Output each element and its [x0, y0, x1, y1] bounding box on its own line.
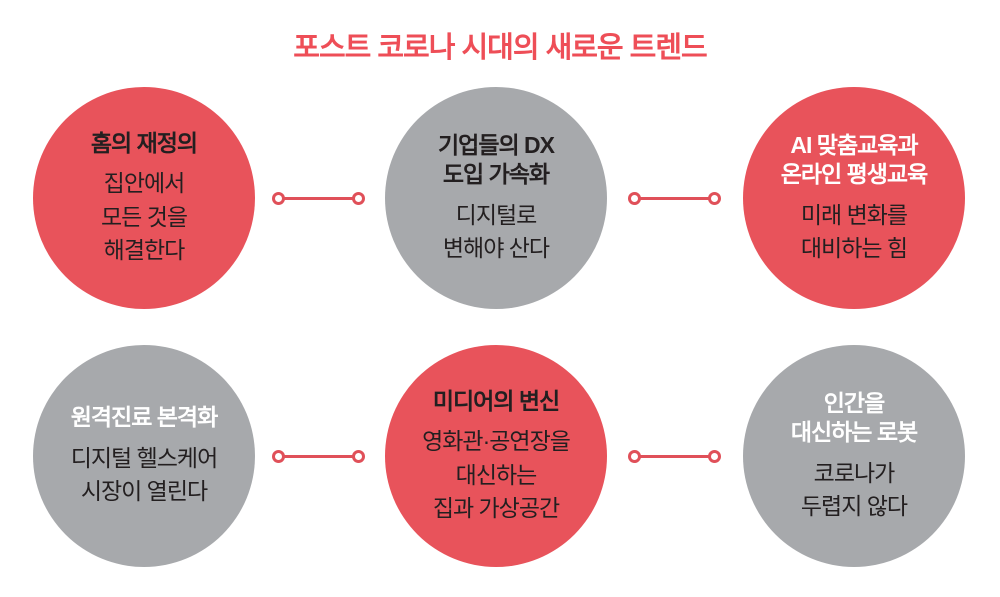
circle-subtitle: 집안에서 모든 것을 해결한다	[100, 170, 188, 263]
connector-dot-icon	[272, 450, 285, 463]
connector-line	[640, 455, 709, 458]
circle-title: 원격진료 본격화	[70, 404, 219, 431]
connector	[272, 192, 365, 205]
connector	[628, 192, 721, 205]
circle-title: 미디어의 변신	[432, 387, 560, 414]
circle-subtitle: 코로나가 두렵지 않다	[800, 459, 908, 519]
circle-title: 기업들의 DX 도입 가속화	[438, 131, 555, 188]
connector-line	[284, 455, 353, 458]
circle-media-transformation: 미디어의 변신 영화관·공연장을 대신하는 집과 가상공간	[385, 345, 607, 567]
circle-subtitle: 디지털로 변해야 산다	[442, 201, 550, 261]
connector-line	[284, 197, 353, 200]
connector-dot-icon	[352, 450, 365, 463]
connector	[628, 450, 721, 463]
circle-telemedicine: 원격진료 본격화 디지털 헬스케어 시장이 열린다	[33, 345, 255, 567]
circle-ai-education: AI 맞춤교육과 온라인 평생교육 미래 변화를 대비하는 힘	[743, 87, 965, 309]
connector-dot-icon	[708, 192, 721, 205]
connector-dot-icon	[272, 192, 285, 205]
connector-dot-icon	[628, 450, 641, 463]
connector	[272, 450, 365, 463]
circle-home-redefinition: 홈의 재정의 집안에서 모든 것을 해결한다	[33, 87, 255, 309]
circle-subtitle: 영화관·공연장을 대신하는 집과 가상공간	[422, 428, 571, 521]
circle-robots: 인간을 대신하는 로봇 코로나가 두렵지 않다	[743, 345, 965, 567]
page-title: 포스트 코로나 시대의 새로운 트렌드	[293, 32, 707, 64]
circle-subtitle: 디지털 헬스케어 시장이 열린다	[70, 444, 219, 505]
circle-title: 홈의 재정의	[90, 129, 198, 156]
circle-subtitle: 미래 변화를 대비하는 힘	[800, 201, 908, 261]
circle-title: 인간을 대신하는 로봇	[790, 389, 918, 446]
circle-title: AI 맞춤교육과 온라인 평생교육	[780, 131, 929, 188]
circle-corporate-dx: 기업들의 DX 도입 가속화 디지털로 변해야 산다	[385, 87, 607, 309]
connector-dot-icon	[352, 192, 365, 205]
connector-dot-icon	[628, 192, 641, 205]
connector-dot-icon	[708, 450, 721, 463]
connector-line	[640, 197, 709, 200]
